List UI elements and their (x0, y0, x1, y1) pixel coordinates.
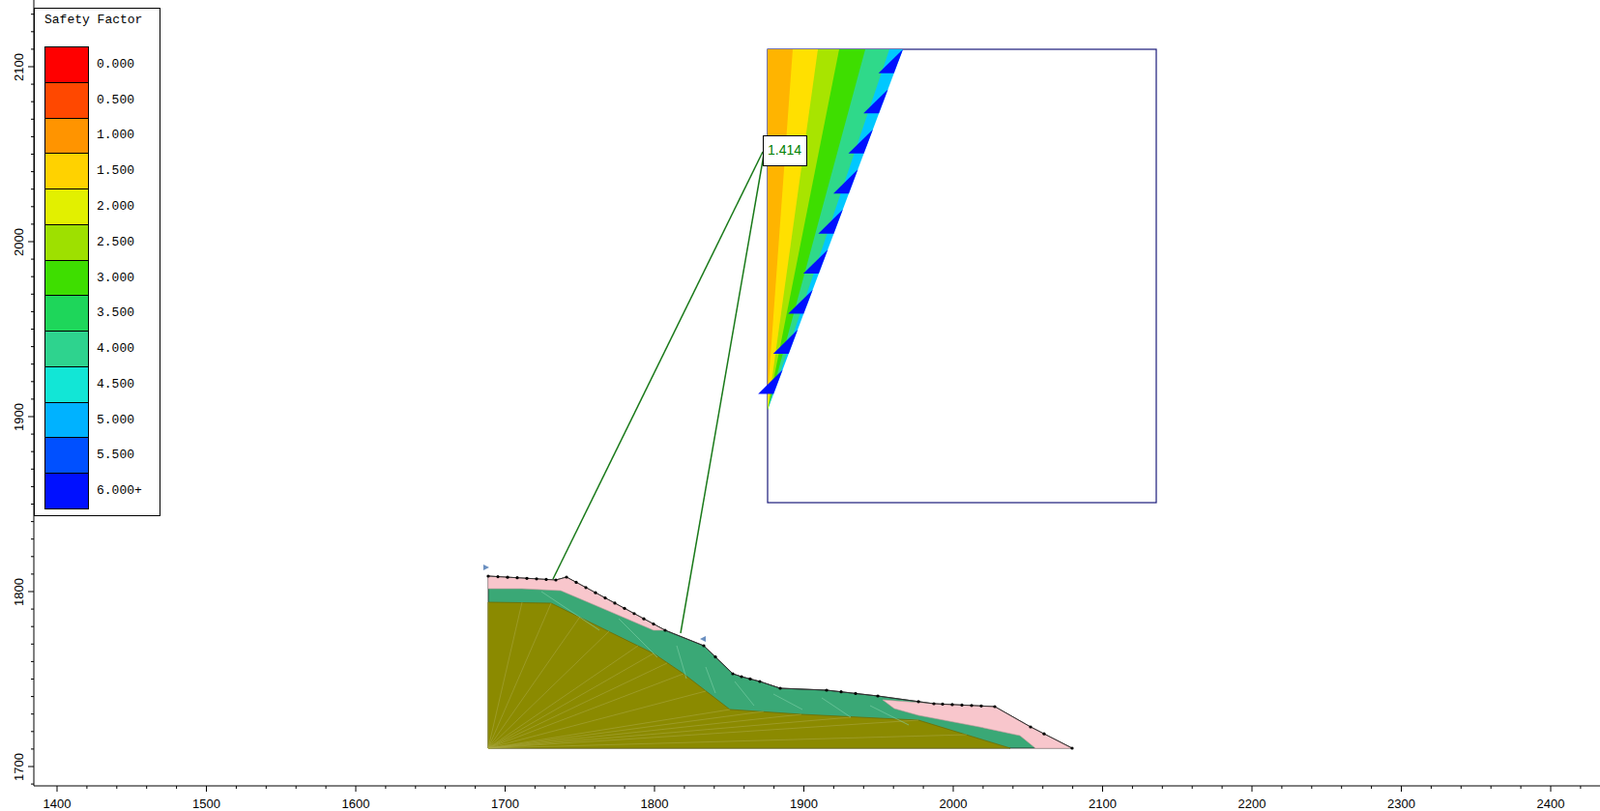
legend-label: 1.500 (96, 163, 135, 178)
legend-label: 2.500 (96, 234, 135, 250)
zoom-window (757, 49, 1157, 503)
legend-swatch (44, 436, 89, 474)
legend-swatch (44, 46, 89, 84)
legend-swatch (44, 472, 89, 510)
y-axis-label: 1700 (10, 753, 26, 782)
legend-swatch (44, 402, 89, 439)
axes (28, 0, 1600, 792)
x-axis-label: 1600 (342, 796, 371, 811)
legend-swatch (44, 224, 89, 262)
x-axis-label: 2300 (1387, 796, 1416, 811)
legend-label: 6.000+ (96, 483, 143, 498)
x-axis-label: 1500 (192, 796, 221, 811)
legend-title: Safety Factor (44, 12, 143, 28)
legend-label: 0.000 (96, 57, 135, 72)
x-axis-label: 2200 (1238, 796, 1267, 811)
legend-swatch (44, 152, 89, 190)
leader-lines (552, 151, 764, 634)
legend-label: 5.000 (96, 412, 135, 428)
x-axis-label: 2400 (1537, 796, 1566, 811)
y-axis-label: 1900 (10, 403, 26, 432)
callout-value: 1.414 (767, 142, 802, 158)
legend-box: Safety Factor 0.000 0.500 1.000 1.500 2.000 2.… (33, 7, 161, 517)
legend-label: 0.500 (96, 92, 135, 108)
x-axis-label: 1900 (789, 796, 818, 811)
y-axis-label: 2100 (10, 53, 26, 82)
legend-swatch (44, 330, 89, 368)
value-callout: 1.414 (762, 135, 808, 167)
legend-label: 3.500 (96, 305, 135, 320)
legend-swatch (44, 188, 89, 226)
legend-swatch (44, 366, 89, 404)
legend-label: 3.000 (96, 270, 135, 286)
legend-label: 1.000 (96, 127, 135, 143)
x-axis-label: 2000 (939, 796, 968, 811)
legend-swatch (44, 260, 89, 297)
legend-swatch (44, 117, 89, 155)
slope-model (483, 564, 1075, 751)
y-axis-label: 2000 (10, 228, 26, 257)
x-axis-label: 1800 (640, 796, 670, 811)
x-axis-label: 1400 (43, 796, 72, 811)
legend-label: 4.000 (96, 341, 135, 356)
legend-swatch (44, 82, 89, 119)
y-axis-label: 1800 (10, 578, 26, 607)
legend-swatch (44, 294, 89, 332)
legend-label: 4.500 (96, 377, 135, 392)
x-axis-label: 1700 (491, 796, 520, 811)
x-axis-label: 2100 (1088, 796, 1117, 811)
legend-label: 2.000 (96, 199, 135, 214)
legend-label: 5.500 (96, 447, 135, 463)
